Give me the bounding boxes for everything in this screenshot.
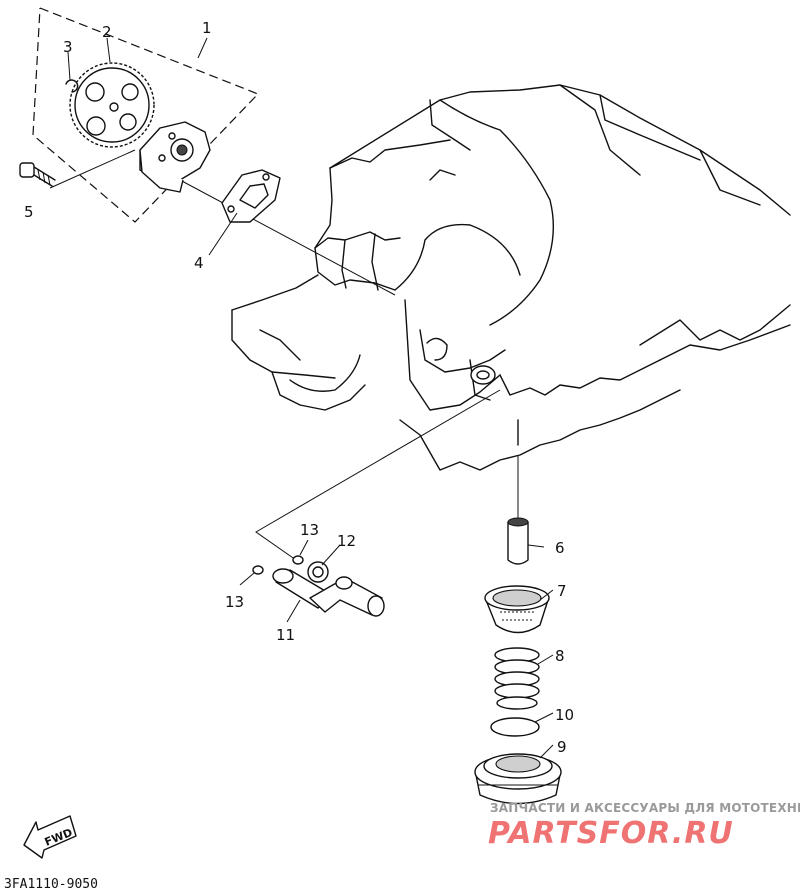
callout-3: 3 <box>63 38 73 56</box>
callout-8: 8 <box>555 647 565 665</box>
callout-4: 4 <box>194 254 204 272</box>
callout-2: 2 <box>102 23 112 41</box>
callout-11: 11 <box>276 626 295 644</box>
callout-1: 1 <box>202 19 212 37</box>
watermark-brand: PARTSFOR.RU <box>488 816 734 851</box>
pump-screw <box>19 162 56 187</box>
callout-9: 9 <box>557 738 567 756</box>
oil-pump-housing <box>139 121 211 193</box>
circlip <box>65 79 79 93</box>
o-ring <box>490 717 540 737</box>
parts-shop-watermark: ЗАПЧАСТИ И АКСЕССУАРЫ ДЛЯ МОТОТЕХНИКИ PA… <box>488 801 800 851</box>
forward-direction-arrow: FWD <box>23 815 77 859</box>
oil-delivery-pipe <box>272 568 385 617</box>
oil-strainer <box>484 585 550 634</box>
callout-numbers: 1 2 3 4 5 6 7 8 9 10 11 12 13 13 <box>24 19 574 756</box>
pump-gasket <box>221 169 281 223</box>
callout-6: 6 <box>555 539 565 557</box>
callout-13-upper: 13 <box>300 521 319 539</box>
drain-plug <box>474 753 562 805</box>
small-o-rings <box>252 555 304 575</box>
oil-pipe <box>507 517 529 565</box>
watermark-tagline: ЗАПЧАСТИ И АКСЕССУАРЫ ДЛЯ МОТОТЕХНИКИ <box>490 801 800 815</box>
callout-5: 5 <box>24 203 34 221</box>
diagram-code: 3FA1110-9050 <box>4 877 98 892</box>
crankcase-outline <box>231 84 791 471</box>
spring <box>494 647 540 710</box>
callout-leaders <box>67 37 554 759</box>
washer <box>307 561 329 583</box>
callout-7: 7 <box>557 582 567 600</box>
assembly-group-outline <box>32 7 260 223</box>
alignment-lines <box>49 149 519 561</box>
callout-10: 10 <box>555 706 574 724</box>
callout-13-lower: 13 <box>225 593 244 611</box>
callout-12: 12 <box>337 532 356 550</box>
oil-pump-gear <box>69 62 155 148</box>
